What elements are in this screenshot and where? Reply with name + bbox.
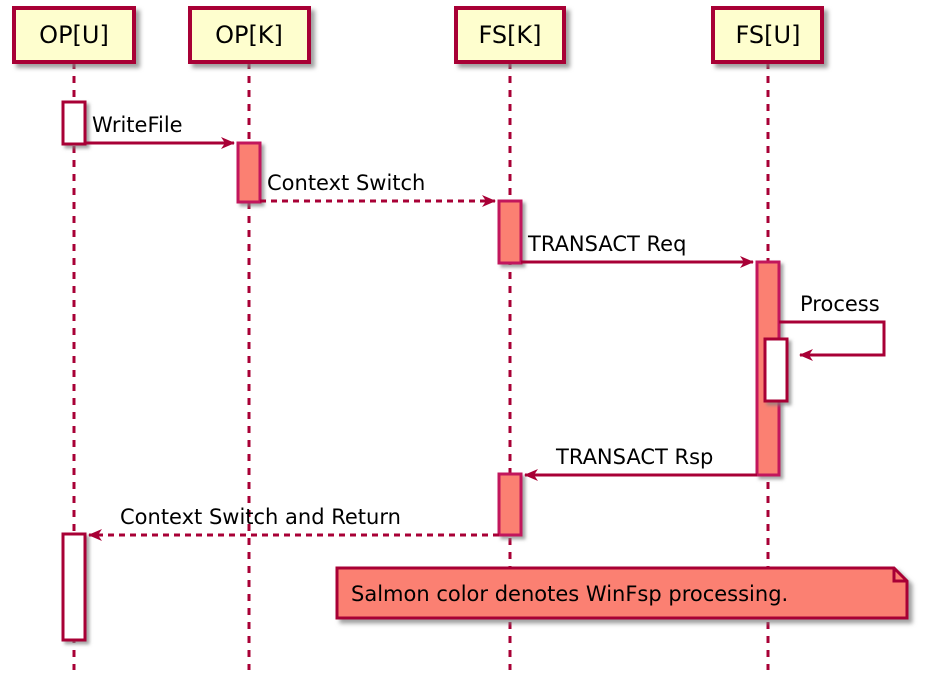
activation-op-k-context-switch — [236, 141, 262, 204]
participant-fs-u-box — [711, 6, 824, 64]
message-context-switch-label: Context Switch — [267, 171, 425, 195]
participant-fs-k[interactable]: FS[K] — [454, 6, 566, 64]
participant-op-u-label: OP[U] — [39, 21, 109, 49]
participant-op-u-box — [12, 6, 136, 64]
message-transact-req[interactable]: TRANSACT Req — [521, 232, 754, 268]
message-context-switch-and-return[interactable]: Context Switch and Return — [88, 505, 499, 541]
message-writefile[interactable]: WriteFile — [85, 113, 235, 149]
message-context-switch-and-return-label: Context Switch and Return — [120, 505, 401, 529]
message-process-label: Process — [800, 292, 880, 316]
note-salmon[interactable]: Salmon color denotes WinFsp processing. — [335, 566, 909, 620]
activation-fs-k-transact-req — [497, 199, 523, 265]
message-process[interactable]: Process — [779, 292, 886, 361]
participant-op-k[interactable]: OP[K] — [188, 6, 311, 64]
activation-fs-k-transact-rsp — [497, 472, 523, 537]
participant-op-k-box — [188, 6, 311, 64]
message-transact-rsp[interactable]: TRANSACT Rsp — [524, 445, 757, 481]
note-salmon-text: Salmon color denotes WinFsp processing. — [351, 582, 788, 606]
note-salmon-fold — [892, 568, 907, 583]
participants-group: OP[U] OP[K] FS[K] FS[U] — [12, 6, 824, 64]
messages-group: WriteFile Context Switch TRANSACT Req Pr… — [85, 113, 886, 541]
activation-fs-u-process — [763, 337, 789, 403]
activation-op-u-writefile — [61, 100, 87, 146]
participant-fs-k-box — [454, 6, 566, 64]
message-context-switch[interactable]: Context Switch — [260, 171, 496, 207]
note-salmon-body — [335, 566, 909, 620]
message-process-line — [779, 320, 886, 361]
message-transact-req-label: TRANSACT Req — [527, 232, 686, 256]
message-writefile-label: WriteFile — [92, 113, 183, 137]
activation-op-u-return — [61, 532, 87, 642]
participant-fs-k-label: FS[K] — [478, 21, 541, 49]
participant-fs-u-label: FS[U] — [736, 21, 801, 49]
participant-op-k-label: OP[K] — [215, 21, 283, 49]
message-transact-rsp-label: TRANSACT Rsp — [555, 445, 713, 469]
participant-fs-u[interactable]: FS[U] — [711, 6, 824, 64]
participant-op-u[interactable]: OP[U] — [12, 6, 136, 64]
activations-group — [61, 100, 789, 642]
